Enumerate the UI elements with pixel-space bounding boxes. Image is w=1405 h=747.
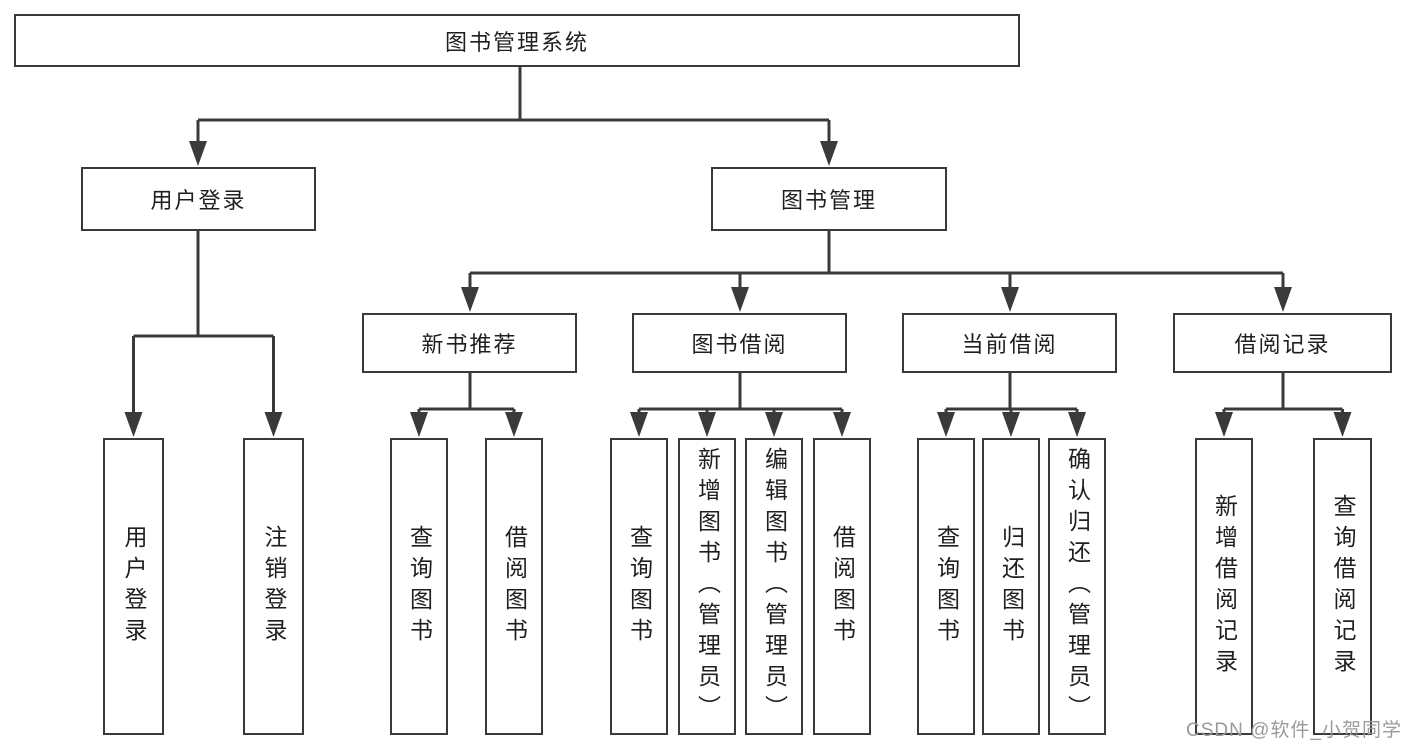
node-root-label: 图书管理系统	[444, 29, 589, 55]
connector-user-login	[124, 231, 283, 437]
leaf-query-borrow-record-label: 查询借阅记录	[1330, 493, 1356, 680]
leaf-current-query-books-label: 查询图书	[933, 524, 960, 649]
arrowhead-icon	[731, 287, 749, 312]
leaf-logout-label: 注销登录	[261, 524, 287, 649]
arrowhead-icon	[124, 412, 143, 437]
leaf-query-borrow-record: 查询借阅记录	[1313, 438, 1372, 735]
arrowhead-icon	[410, 412, 428, 437]
node-user-login-label: 用户登录	[150, 188, 247, 213]
node-borrow-records: 借阅记录	[1173, 313, 1392, 373]
arrowhead-icon	[820, 141, 838, 166]
node-new-rec: 新书推荐	[362, 313, 577, 373]
arrowhead-icon	[1274, 287, 1292, 312]
node-book-mgmt-label: 图书管理	[780, 188, 877, 213]
connector-new-rec	[410, 373, 523, 437]
arrowhead-icon	[1002, 412, 1020, 437]
arrowhead-icon	[1333, 412, 1352, 437]
leaf-newrec-borrow-books: 借阅图书	[485, 438, 543, 735]
connector-lines	[1222, 373, 1344, 420]
leaf-borrow-books: 借阅图书	[813, 438, 871, 735]
node-borrow-records-label: 借阅记录	[1234, 332, 1331, 357]
node-current-borrow-label: 当前借阅	[961, 332, 1058, 357]
connector-lines	[132, 231, 275, 420]
arrowhead-icon	[765, 412, 783, 437]
leaf-borrow-books-label: 借阅图书	[829, 524, 856, 649]
arrowhead-icon	[189, 141, 207, 166]
arrowhead-icon	[461, 287, 479, 312]
arrowhead-icon	[1001, 287, 1019, 312]
leaf-newrec-query-books: 查询图书	[390, 438, 448, 735]
connector-book-mgmt	[461, 231, 1292, 312]
leaf-confirm-return-admin-label: 确认归还（管理员）	[1064, 447, 1091, 726]
leaf-add-books-admin-label: 新增图书（管理员）	[694, 447, 721, 726]
arrowhead-icon	[1215, 412, 1233, 437]
node-book-borrow-label: 图书借阅	[691, 332, 788, 357]
connector-lines	[196, 67, 831, 150]
node-current-borrow: 当前借阅	[902, 313, 1117, 373]
leaf-return-books: 归还图书	[982, 438, 1040, 735]
leaf-edit-books-admin: 编辑图书（管理员）	[745, 438, 803, 735]
node-root: 图书管理系统	[14, 14, 1020, 67]
arrowhead-icon	[833, 412, 851, 437]
leaf-add-borrow-record-label: 新增借阅记录	[1211, 493, 1238, 680]
connector-lines	[637, 373, 844, 420]
leaf-user-login-label: 用户登录	[121, 524, 147, 649]
leaf-logout: 注销登录	[243, 438, 304, 735]
connector-borrow-records	[1215, 373, 1352, 437]
arrowhead-icon	[505, 412, 523, 437]
node-book-mgmt: 图书管理	[711, 167, 947, 231]
node-book-borrow: 图书借阅	[632, 313, 847, 373]
connector-book-borrow	[630, 373, 851, 437]
leaf-edit-books-admin-label: 编辑图书（管理员）	[761, 447, 788, 726]
arrowhead-icon	[1068, 412, 1086, 437]
connector-current-borrow	[937, 373, 1086, 437]
leaf-borrow-query-books: 查询图书	[610, 438, 668, 735]
connector-lines	[468, 231, 1285, 295]
leaf-newrec-query-books-label: 查询图书	[406, 524, 433, 649]
leaf-newrec-borrow-books-label: 借阅图书	[501, 524, 528, 649]
arrowhead-icon	[630, 412, 648, 437]
leaf-confirm-return-admin: 确认归还（管理员）	[1048, 438, 1106, 735]
arrowhead-icon	[698, 412, 716, 437]
leaf-user-login: 用户登录	[103, 438, 164, 735]
arrowhead-icon	[264, 412, 283, 437]
leaf-add-borrow-record: 新增借阅记录	[1195, 438, 1253, 735]
node-user-login: 用户登录	[81, 167, 316, 231]
leaf-current-query-books: 查询图书	[917, 438, 975, 735]
connector-lines	[417, 373, 516, 420]
leaf-return-books-label: 归还图书	[998, 524, 1025, 649]
leaf-borrow-query-books-label: 查询图书	[626, 524, 653, 649]
connector-root	[189, 67, 838, 166]
node-new-rec-label: 新书推荐	[421, 332, 518, 357]
csdn-watermark: CSDN @软件_小贺同学	[1186, 720, 1402, 741]
arrowhead-icon	[937, 412, 955, 437]
leaf-add-books-admin: 新增图书（管理员）	[678, 438, 736, 735]
